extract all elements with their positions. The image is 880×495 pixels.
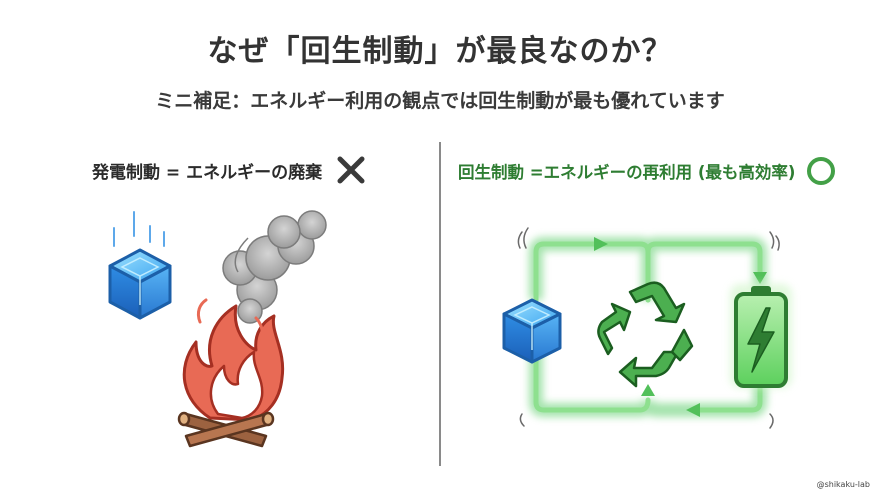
circle-mark-icon — [807, 157, 836, 185]
page-title: なぜ「回生制動」が最良なのか？ — [207, 34, 673, 69]
credit-text: @shikaku-lab — [816, 480, 870, 489]
center-divider — [439, 142, 441, 466]
energy-cube-icon — [502, 298, 562, 364]
battery-charge-icon — [730, 284, 792, 388]
left-heading: 発電制動 = エネルギーの廃棄 — [92, 155, 366, 185]
recycle-icon — [597, 281, 694, 388]
energy-loop-arrows — [517, 227, 780, 429]
falling-energy-cube-icon — [108, 211, 172, 320]
right-heading: 回生制動 =エネルギーの再利用 (最も高効率) — [458, 155, 837, 187]
regenerative-braking-label: 回生制動 =エネルギーの再利用 (最も高効率) — [458, 163, 796, 182]
smoke-icon — [222, 210, 327, 324]
dynamic-braking-label: 発電制動 = エネルギーの廃棄 — [92, 162, 323, 183]
page-subtitle: ミニ補足：エネルギー利用の観点では回生制動が最も優れています — [155, 90, 725, 112]
campfire-icon — [177, 298, 285, 448]
cross-mark-icon — [337, 156, 365, 184]
